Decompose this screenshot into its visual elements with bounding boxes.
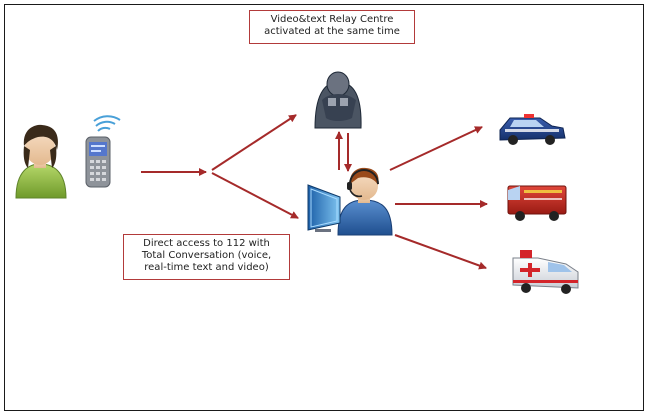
arrow-junction-to-operator [211,172,299,219]
arrow-junction-to-relay [211,114,297,171]
relay-centre-label: Video&text Relay Centre activated at the… [249,10,415,44]
direct-access-label: Direct access to 112 with Total Conversa… [123,234,290,280]
police-car-icon [499,114,566,145]
relay-label-line-2: activated at the same time [264,26,400,37]
monitor-icon [307,184,341,232]
fire-truck-icon [507,185,567,221]
relay-interpreter-icon [314,71,362,129]
person-icon [15,124,67,199]
access-label-line-1: Direct access to 112 with [143,238,270,249]
relay-label-line-1: Video&text Relay Centre [270,14,394,25]
arrow-to-police [389,126,483,171]
ambulance-icon [512,250,579,294]
access-label-line-2: Total Conversation (voice, [141,250,272,261]
access-label-line-3: real-time text and video) [144,262,269,273]
arrow-to-ambulance [394,234,487,270]
operator-headset-icon [337,167,393,236]
mobile-phone-icon [85,115,121,188]
